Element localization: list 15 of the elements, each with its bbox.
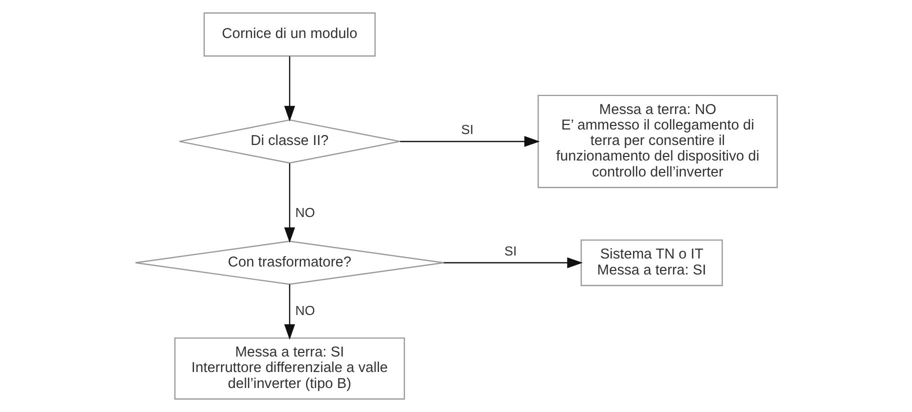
arrow	[284, 163, 295, 243]
edge-label: NO	[294, 303, 314, 318]
edge-label: SI	[460, 122, 473, 138]
node-box: Messa a terra: NO E’ ammesso il collegamento di terra per consentire il funzionamento del dispositivo di controllo dell’inverter	[537, 94, 778, 188]
edge-label: NO	[294, 205, 314, 220]
arrow	[443, 257, 582, 268]
node-box: Messa a terra: SI Interruttore differenziale a valle dell’inverter (tipo B)	[174, 337, 404, 400]
arrow	[284, 56, 295, 122]
node-box: Cornice di un modulo	[203, 12, 376, 57]
node-box: Sistema TN o IT Messa a terra: SI	[580, 239, 722, 286]
node-diamond: Con trasformatore?	[134, 240, 444, 285]
node-diamond: Di classe II?	[178, 119, 400, 164]
edge-label: SI	[504, 243, 516, 258]
arrow	[400, 136, 540, 147]
arrow	[284, 284, 295, 340]
